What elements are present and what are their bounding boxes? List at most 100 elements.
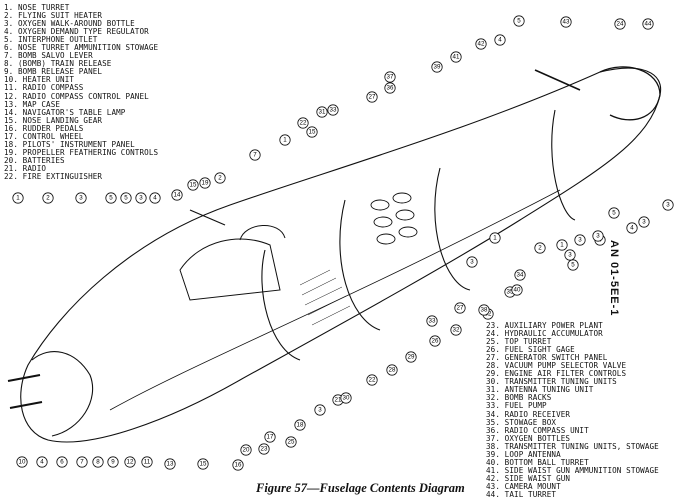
callout-label: 3	[596, 233, 600, 240]
callout-marker: 33	[426, 315, 438, 327]
callout-label: 2	[46, 195, 50, 202]
callout-marker: 10	[16, 456, 28, 468]
callout-marker: 3	[466, 256, 478, 268]
callout-label: 18	[297, 422, 304, 429]
callout-label: 16	[235, 462, 242, 469]
callout-label: 10	[19, 459, 26, 466]
callout-marker: 25	[285, 436, 297, 448]
callout-label: 20	[243, 447, 250, 454]
callout-marker: 22	[366, 374, 378, 386]
legend-item: 1. NOSE TURRET	[4, 3, 70, 12]
callout-marker: 15	[306, 126, 318, 138]
callout-label: 4	[630, 225, 634, 232]
callout-label: 28	[389, 367, 396, 374]
legend-item: 8. (BOMB) TRAIN RELEASE	[4, 59, 112, 69]
bulkhead-4	[551, 109, 576, 221]
callout-label: 3	[79, 195, 83, 202]
legend-item: 39. LOOP ANTENNA	[486, 449, 561, 459]
legend-item: 20. BATTERIES	[4, 155, 65, 165]
legend-item: 30. TRANSMITTER TUNING UNITS	[486, 377, 617, 387]
legend-item: 19. PROPELLER FEATHERING CONTROLS	[4, 147, 159, 157]
callout-label: 33	[330, 107, 337, 114]
nose-dome	[31, 351, 94, 437]
callout-marker: 28	[386, 364, 398, 376]
figure-caption: Figure 57—Fuselage Contents Diagram	[256, 481, 465, 495]
callout-marker: 12	[124, 456, 136, 468]
legend-item: 29. ENGINE AIR FILTER CONTROLS	[486, 369, 627, 379]
callout-marker: 14	[171, 189, 183, 201]
legend-item: 5. INTERPHONE OUTLET	[4, 35, 98, 45]
callout-label: 8	[96, 459, 100, 466]
callout-label: 3	[578, 237, 582, 244]
callout-label: 3	[470, 259, 474, 266]
legend-item: 4. OXYGEN DEMAND TYPE REGULATOR	[4, 27, 149, 37]
bulkhead-2	[339, 199, 381, 331]
callout-label: 24	[617, 21, 624, 28]
legend-item: 35. STOWAGE BOX	[486, 417, 557, 427]
document-id: AN 01-5EE-1	[608, 240, 620, 317]
callout-label: 29	[408, 354, 415, 361]
legend-item: 27. GENERATOR SWITCH PANEL	[486, 353, 608, 363]
callout-marker: 3	[75, 192, 87, 204]
callout-label: 30	[343, 395, 350, 402]
callout-label: 25	[288, 439, 295, 446]
legend-item: 28. VACUUM PUMP SELECTOR VALVE	[486, 361, 627, 371]
callout-marker: 8	[92, 456, 104, 468]
legend-item: 15. NOSE LANDING GEAR	[4, 115, 103, 125]
callout-marker: 1	[12, 192, 24, 204]
callout-label: 44	[645, 21, 652, 28]
legend-item: 11. RADIO COMPASS	[4, 83, 84, 93]
legend-item: 43. CAMERA MOUNT	[486, 481, 561, 491]
callout-marker: 15	[187, 179, 199, 191]
cockpit-canopy	[179, 238, 281, 301]
callout-marker: 37	[384, 71, 396, 83]
callout-marker: 40	[511, 284, 523, 296]
callout-marker: 13	[164, 458, 176, 470]
callout-label: 15	[309, 129, 316, 136]
callout-marker: 29	[405, 351, 417, 363]
legend-item: 22. FIRE EXTINGUISHER	[4, 171, 103, 181]
callout-marker: 3	[574, 234, 586, 246]
callout-marker: 5	[120, 192, 132, 204]
legend-item: 42. SIDE WAIST GUN	[486, 473, 571, 483]
callout-marker: 3	[564, 249, 576, 261]
callout-marker: 1	[556, 239, 568, 251]
callout-marker: 4	[626, 222, 638, 234]
legend-item: 3. OXYGEN WALK-AROUND BOTTLE	[4, 19, 135, 29]
legend-item: 25. TOP TURRET	[486, 337, 552, 347]
legend-item: 41. SIDE WAIST GUN AMMUNITION STOWAGE	[486, 465, 659, 475]
legend-item: 21. RADIO	[4, 163, 47, 173]
callout-marker: 2	[42, 192, 54, 204]
callout-marker: 4	[36, 456, 48, 468]
callout-label: 3	[139, 195, 143, 202]
nose-gun-lower	[9, 401, 43, 409]
callout-label: 2	[538, 245, 542, 252]
callout-marker: 3	[592, 230, 604, 242]
callout-label: 5	[124, 195, 128, 202]
legend-item: 17. CONTROL WHEEL	[4, 131, 84, 141]
top-turret	[239, 225, 286, 241]
callout-marker: 3	[662, 199, 674, 211]
oxygen-bottles-group	[370, 192, 418, 245]
callout-label: 3	[642, 219, 646, 226]
callout-label: 7	[80, 459, 84, 466]
callout-label: 26	[432, 338, 439, 345]
callout-label: 41	[453, 54, 460, 61]
callout-marker: 42	[475, 38, 487, 50]
callout-marker: 31	[316, 106, 328, 118]
callout-marker: 5	[567, 259, 579, 271]
callout-marker: 22	[297, 117, 309, 129]
callout-marker: 26	[429, 335, 441, 347]
legend-item: 12. RADIO COMPASS CONTROL PANEL	[4, 91, 149, 101]
callout-marker: 41	[450, 51, 462, 63]
callout-label: 15	[190, 182, 197, 189]
legend-item: 31. ANTENNA TUNING UNIT	[486, 385, 594, 395]
callout-marker: 11	[141, 456, 153, 468]
callout-label: 5	[571, 262, 575, 269]
callout-label: 15	[200, 461, 207, 468]
callout-marker: 7	[76, 456, 88, 468]
callout-label: 4	[40, 459, 44, 466]
callout-marker: 17	[264, 431, 276, 443]
